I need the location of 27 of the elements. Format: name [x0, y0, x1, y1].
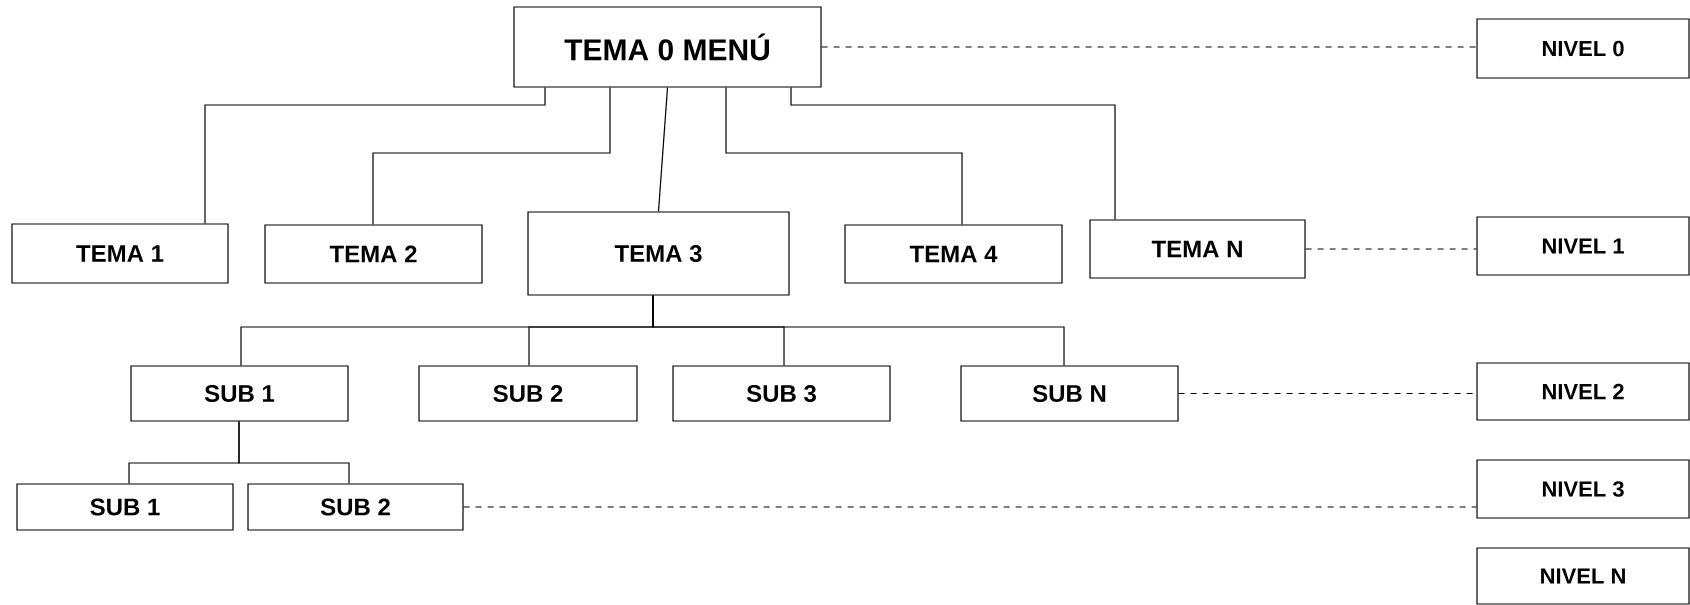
topic-box: TEMA 3 [527, 211, 790, 296]
subtopic-box: SUB 2 [418, 365, 638, 422]
subtopic-box: SUB N [960, 365, 1179, 422]
topic-box: TEMA N [1089, 219, 1306, 279]
subtopic-box: SUB 1 [130, 365, 349, 422]
subtopic-box: SUB 3 [672, 365, 891, 422]
topic-box: TEMA 2 [264, 224, 483, 284]
dotted-guide-line [1305, 248, 1477, 250]
top-box: TEMA 0 MENÚ [513, 6, 822, 88]
connector-line [790, 87, 1116, 220]
level-box: NIVEL 2 [1476, 362, 1690, 421]
dotted-guide-line [463, 506, 1477, 508]
connector-line [725, 87, 963, 225]
dotted-guide-line [821, 46, 1477, 48]
connector-line [657, 87, 669, 212]
connector-line [204, 87, 546, 224]
connector-line [372, 87, 611, 225]
subtopic-box: SUB 1 [16, 483, 234, 531]
connector-line [238, 421, 350, 484]
level-box: NIVEL 1 [1476, 216, 1690, 276]
level-box: NIVEL 0 [1476, 18, 1690, 79]
connector-line [652, 295, 1065, 366]
topic-box: TEMA 1 [11, 223, 229, 284]
level-box: NIVEL N [1476, 547, 1690, 605]
topic-box: TEMA 4 [844, 224, 1063, 284]
subtopic-box: SUB 2 [247, 483, 464, 531]
level-box: NIVEL 3 [1476, 459, 1690, 519]
